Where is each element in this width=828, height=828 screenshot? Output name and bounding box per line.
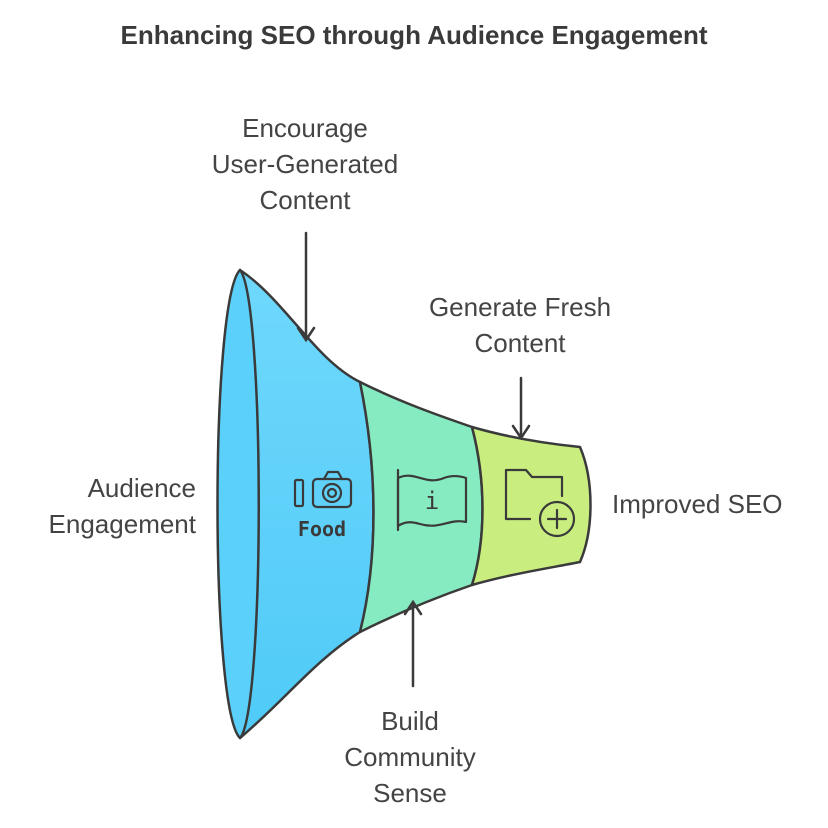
label-audience-engagement: Audience Engagement (0, 470, 196, 542)
label-generate-fresh-line-2: Content (474, 328, 566, 358)
label-build-community-line-1: Build (381, 706, 439, 736)
label-improved-seo: Improved SEO (612, 489, 783, 519)
food-icon-label: Food (298, 517, 346, 541)
label-audience-engagement-line-2: Engagement (48, 509, 196, 539)
label-generate-fresh-line-1: Generate Fresh (428, 292, 612, 322)
camera-icon (293, 470, 353, 509)
label-encourage-ugc-line-1: Encourage (242, 113, 368, 143)
info-flag-icon (396, 468, 468, 532)
funnel-segment-seo (470, 425, 592, 587)
diagram-title: Enhancing SEO through Audience Engagemen… (120, 20, 708, 50)
label-encourage-ugc-line-2: User-Generated (211, 149, 399, 179)
folder-add-icon (504, 468, 576, 538)
info-icon-glyph: i (425, 487, 439, 515)
label-build-community: Build Community Sense (300, 703, 520, 811)
label-encourage-ugc-line-3: Content (259, 185, 351, 215)
funnel-mouth-ellipse (216, 268, 260, 740)
label-build-community-line-2: Community (344, 742, 476, 772)
funnel-segment-community (358, 380, 484, 634)
arrow-build-community (403, 599, 423, 688)
arrow-generate-fresh (511, 376, 531, 441)
label-audience-engagement-line-1: Audience (87, 473, 196, 503)
label-encourage-ugc: Encourage User-Generated Content (190, 110, 420, 218)
arrow-encourage-ugc (296, 231, 316, 343)
label-generate-fresh: Generate Fresh Content (405, 289, 635, 361)
label-build-community-line-3: Sense (373, 778, 447, 808)
